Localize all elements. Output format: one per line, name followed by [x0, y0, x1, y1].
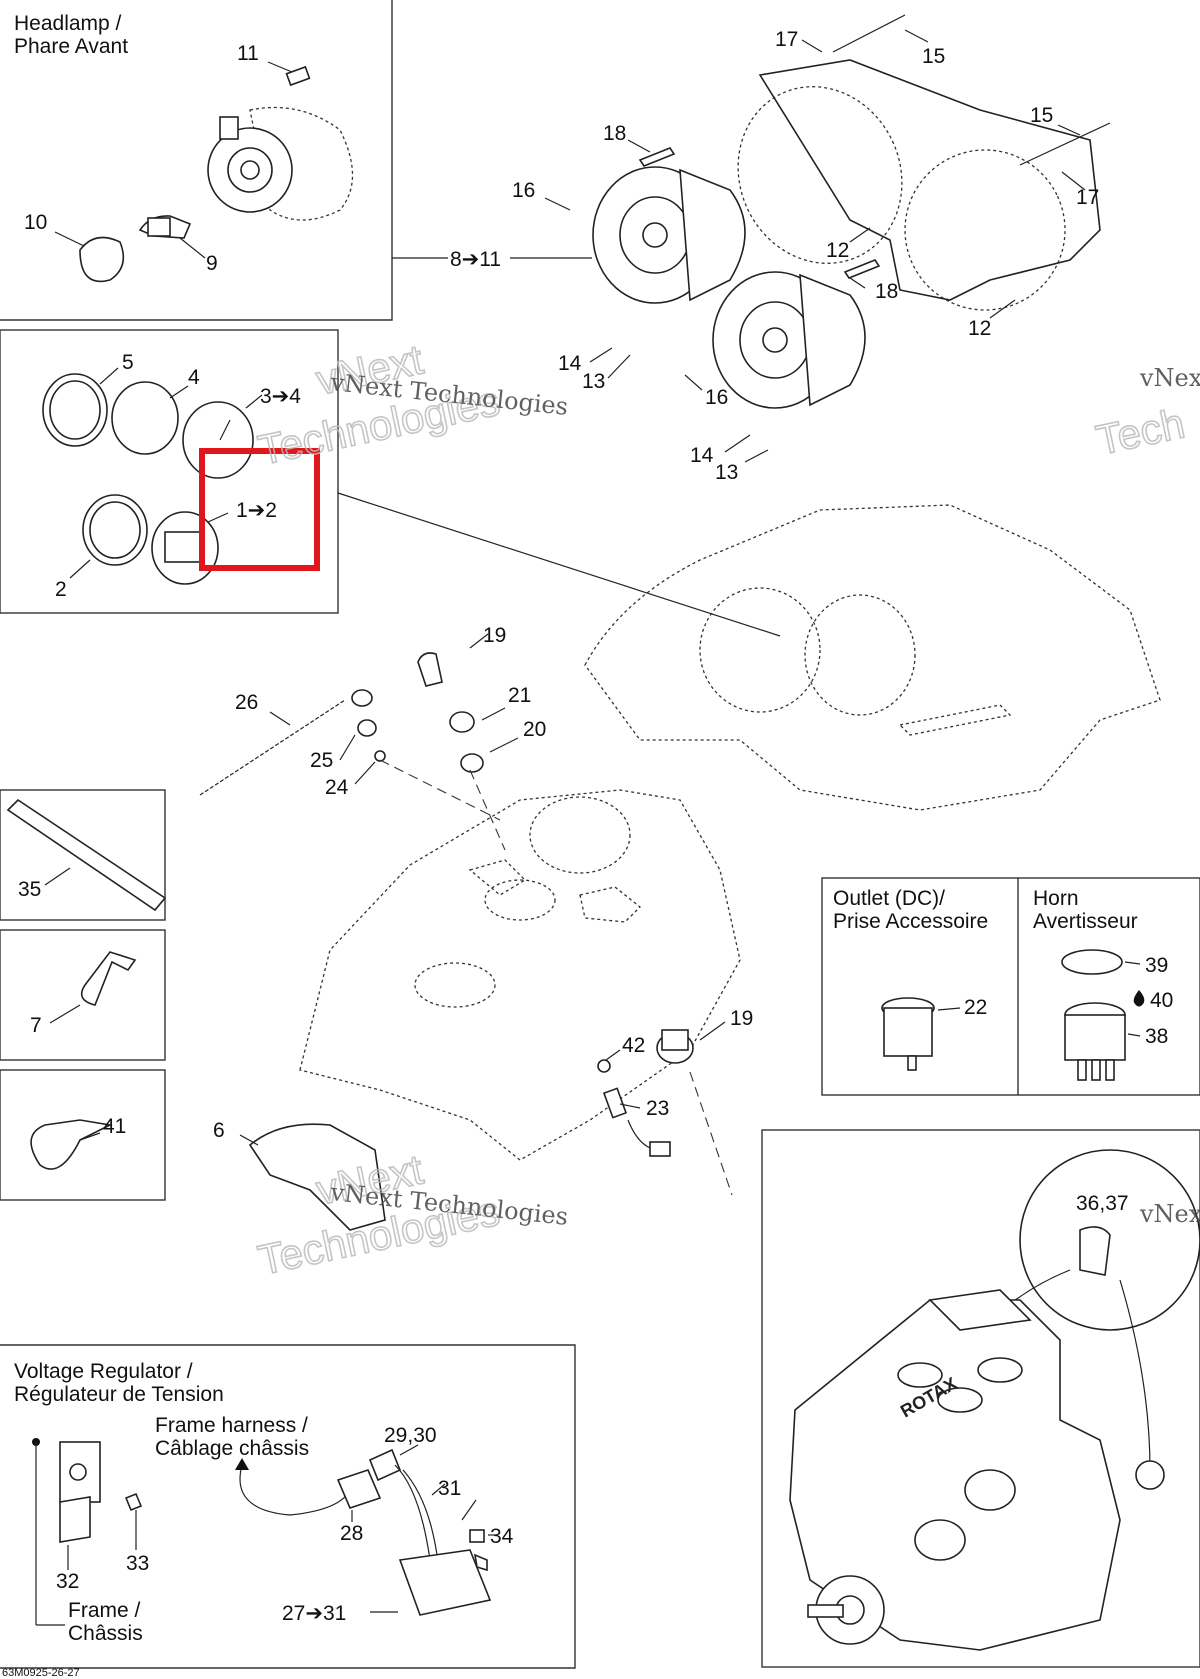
part-41 — [30, 1119, 113, 1170]
horn-parts — [1061, 949, 1145, 1081]
watermark-edge-c: vNex — [1139, 1200, 1200, 1228]
headlamp-box: Headlamp / Phare Avant — [0, 0, 393, 321]
callout-6: 6 — [213, 1119, 225, 1142]
frame-label-2: Châssis — [68, 1622, 143, 1645]
callout-13b: 13 — [715, 461, 738, 484]
callout-23: 23 — [646, 1097, 669, 1120]
gauge-box — [0, 329, 339, 614]
callout-9: 9 — [206, 252, 218, 275]
callout-25: 25 — [310, 749, 333, 772]
callout-29-30: 29,30 — [384, 1424, 437, 1447]
frame-label-1: Frame / — [68, 1599, 141, 1622]
regulator-parts — [32, 1438, 498, 1626]
frame-harness-label-2: Câblage châssis — [155, 1437, 309, 1460]
callout-20: 20 — [523, 718, 546, 741]
outlet-title-2: Prise Accessoire — [833, 910, 988, 933]
callout-14b: 14 — [690, 444, 714, 467]
callout-38: 38 — [1145, 1025, 1168, 1048]
headlamp-support — [592, 14, 1111, 409]
part-41-box — [0, 1069, 166, 1201]
console-parts — [199, 652, 733, 1231]
part-7 — [49, 951, 137, 1024]
callout-34: 34 — [490, 1525, 514, 1548]
callout-18b: 18 — [875, 280, 898, 303]
console-leaders — [239, 633, 726, 1146]
outlet-part — [881, 997, 961, 1071]
headlamp-title-1: Headlamp / — [14, 12, 122, 35]
part-7-box — [0, 929, 166, 1061]
callout-36-37: 36,37 — [1076, 1192, 1129, 1215]
callout-33: 33 — [126, 1552, 149, 1575]
callout-8-11: 8➔11 — [450, 248, 501, 271]
callout-22: 22 — [964, 996, 987, 1019]
callout-5: 5 — [122, 351, 134, 374]
watermark-edge-b: Tech — [1092, 399, 1189, 463]
callout-12a: 12 — [826, 239, 849, 262]
callout-4: 4 — [188, 366, 200, 389]
figure-code: 63M0925-26-27 — [2, 1667, 80, 1679]
callout-39: 39 — [1145, 954, 1168, 977]
engine-box — [761, 1129, 1200, 1668]
callout-13a: 13 — [582, 370, 605, 393]
callout-16a: 16 — [512, 179, 535, 202]
callout-40: 40 — [1150, 989, 1173, 1012]
regulator-title-1: Voltage Regulator / — [14, 1360, 193, 1383]
part-35-box — [0, 789, 166, 921]
callout-18a: 18 — [603, 122, 626, 145]
callout-1-2: 1➔2 — [236, 499, 277, 522]
callout-15a: 15 — [922, 45, 945, 68]
regulator-title-2: Régulateur de Tension — [14, 1383, 224, 1406]
callout-24: 24 — [325, 776, 349, 799]
headlamp-leaders — [54, 61, 592, 259]
callout-27-31: 27➔31 — [282, 1602, 346, 1625]
callout-35: 35 — [18, 878, 41, 901]
horn-title-2: Avertisseur — [1033, 910, 1138, 933]
part-35 — [6, 798, 167, 912]
support-leaders — [544, 29, 1086, 463]
callout-21: 21 — [508, 684, 531, 707]
callout-3-4: 3➔4 — [260, 385, 301, 408]
callout-26: 26 — [235, 691, 258, 714]
frame-harness-label-1: Frame harness / — [155, 1414, 308, 1437]
callout-14a: 14 — [558, 352, 582, 375]
callout-12b: 12 — [968, 317, 991, 340]
outlet-title-1: Outlet (DC)/ — [833, 887, 945, 910]
callout-2: 2 — [55, 578, 67, 601]
callout-17b: 17 — [1076, 186, 1099, 209]
highlight-box — [199, 448, 320, 571]
headlamp-assembly — [79, 65, 354, 283]
callout-7: 7 — [30, 1014, 42, 1037]
callout-42: 42 — [622, 1034, 645, 1057]
callout-19a: 19 — [483, 624, 506, 647]
callout-19b: 19 — [730, 1007, 753, 1030]
callout-31: 31 — [438, 1477, 461, 1500]
callout-15b: 15 — [1030, 104, 1053, 127]
watermark-edge-a: vNex — [1139, 364, 1200, 392]
callout-11: 11 — [237, 42, 259, 65]
console — [299, 789, 741, 1161]
headlamp-title-2: Phare Avant — [14, 35, 128, 58]
callout-32: 32 — [56, 1570, 79, 1593]
callout-17a: 17 — [775, 28, 798, 51]
horn-title-1: Horn — [1033, 887, 1079, 910]
callout-16b: 16 — [705, 386, 728, 409]
callout-10: 10 — [24, 211, 47, 234]
outlet-horn-box: Outlet (DC)/ Prise Accessoire Horn Avert… — [821, 877, 1200, 1096]
gauge-parts — [42, 373, 254, 585]
callout-41: 41 — [103, 1115, 126, 1138]
engine: ROTAX — [789, 1149, 1200, 1651]
callout-28: 28 — [340, 1522, 363, 1545]
hood — [584, 504, 1161, 811]
regulator-box: Voltage Regulator / Régulateur de Tensio… — [0, 1344, 576, 1669]
gauge-leaders — [69, 367, 781, 637]
